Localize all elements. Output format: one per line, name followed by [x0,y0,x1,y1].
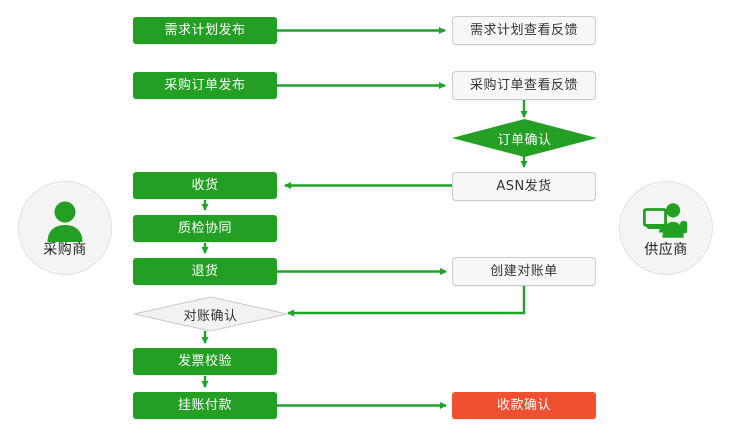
node-label: 收款确认 [496,398,551,413]
node-order-confirm[interactable]: 订单确认 [452,119,597,157]
node-quality-collaboration[interactable]: 质检协同 [133,215,277,242]
node-invoice-verification[interactable]: 发票校验 [133,348,277,375]
actor-buyer[interactable]: 采购商 [18,181,112,275]
node-label: 挂账付款 [177,398,232,413]
node-label: 退货 [191,264,219,279]
diamond-shape [133,296,288,332]
user-with-monitor-icon [643,202,688,238]
node-label: 采购订单查看反馈 [469,78,578,93]
edge-create-statement-to-reconciliation [287,286,526,317]
user-avatar-icon [47,201,83,242]
node-receipt-confirm[interactable]: 收款确认 [452,392,596,419]
node-label: 创建对账单 [490,264,558,279]
node-label: 对账确认 [183,308,238,324]
node-label: 需求计划发布 [164,23,246,38]
node-purchase-order-publish[interactable]: 采购订单发布 [133,72,277,99]
node-reconciliation-confirm[interactable]: 对账确认 [133,296,288,332]
node-asn-shipment[interactable]: ASN发货 [452,172,596,201]
node-label: 需求计划查看反馈 [469,23,578,38]
node-demand-plan-feedback[interactable]: 需求计划查看反馈 [452,16,596,45]
node-label: 发票校验 [177,354,232,369]
node-goods-receipt[interactable]: 收货 [133,172,277,199]
diamond-shape [452,119,597,157]
actor-label: 供应商 [644,241,688,258]
node-create-statement[interactable]: 创建对账单 [452,257,596,286]
node-payable-payment[interactable]: 挂账付款 [133,392,277,419]
node-label: 采购订单发布 [164,78,246,93]
node-label: 收货 [191,178,219,193]
node-return-goods[interactable]: 退货 [133,258,277,285]
actor-label: 采购商 [43,241,87,258]
node-label: ASN发货 [496,179,552,194]
node-label: 质检协同 [177,221,232,236]
node-demand-plan-publish[interactable]: 需求计划发布 [133,17,277,44]
node-purchase-order-feedback[interactable]: 采购订单查看反馈 [452,71,596,100]
node-label: 订单确认 [497,132,552,148]
actor-supplier[interactable]: 供应商 [619,181,713,275]
